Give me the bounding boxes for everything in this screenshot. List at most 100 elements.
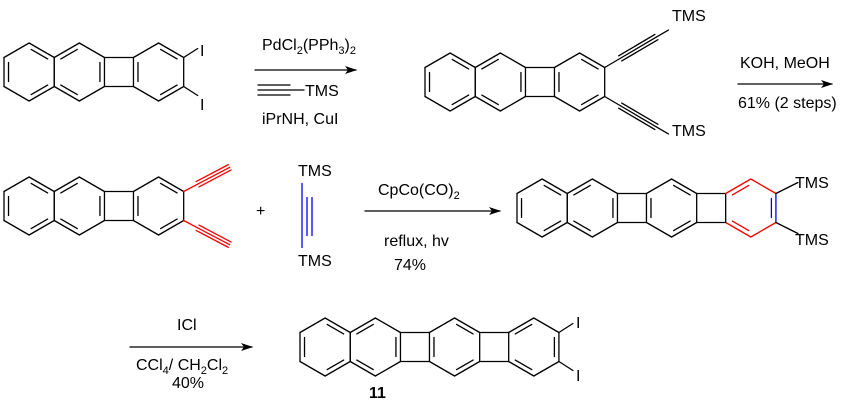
step2-reagent: KOH, MeOH xyxy=(740,55,830,72)
ring-bond xyxy=(553,52,581,69)
c-i-bond xyxy=(183,47,199,59)
ring-bond xyxy=(670,221,698,238)
step1-base: iPrNH, CuI xyxy=(262,111,338,128)
double-bond-line xyxy=(672,184,691,196)
alkyne-bond xyxy=(183,219,199,229)
intermediate-tms-bottom: TMS xyxy=(672,123,706,140)
ring-bond xyxy=(449,52,476,69)
c-tms-bond xyxy=(775,181,799,195)
ring-bond xyxy=(453,360,481,377)
alkyne-bond xyxy=(619,36,658,60)
formula-text: (PPh xyxy=(303,37,339,54)
double-bond-line xyxy=(731,184,750,196)
ring-bond xyxy=(533,360,560,377)
tms-acetylene-reagent-triple-bond-icon xyxy=(257,84,305,96)
plus-sign: + xyxy=(256,203,265,220)
ring-bond xyxy=(299,317,326,334)
ring-bond xyxy=(157,219,185,236)
ring-bond xyxy=(499,52,527,69)
alkyne-bond xyxy=(183,183,199,193)
formula-subscript: 4 xyxy=(163,365,169,377)
ring-bond xyxy=(78,219,106,236)
ring-bond xyxy=(53,219,80,236)
double-bond-line xyxy=(514,323,533,335)
step1-catalyst: PdCl2(PPh3)2 xyxy=(262,37,356,57)
alkyne-bond xyxy=(198,169,232,188)
double-bond-line xyxy=(455,323,474,335)
formula-text: CCl xyxy=(136,357,163,374)
formula-subscript: 2 xyxy=(297,45,303,57)
double-bond-line xyxy=(60,84,78,96)
double-bond-line xyxy=(481,58,499,70)
ring-bond xyxy=(541,178,568,195)
double-bond-line xyxy=(30,182,49,194)
double-bond-line xyxy=(30,218,49,230)
formula-subscript: 2 xyxy=(201,365,207,377)
ring-bond xyxy=(157,85,185,102)
formula-subscript: 2 xyxy=(350,45,356,57)
start-iodo-top: I xyxy=(200,43,204,60)
alkyne-bond xyxy=(198,224,232,243)
c-i-bond xyxy=(183,85,199,97)
double-bond-line xyxy=(356,359,374,371)
ring-bond xyxy=(591,221,619,238)
step4-reagent: ICl xyxy=(177,317,197,334)
ring-bond xyxy=(78,85,106,102)
ring-bond xyxy=(132,42,160,59)
alkyne-bond xyxy=(618,107,656,131)
ring-bond xyxy=(132,176,160,193)
product-tms-bottom: TMS xyxy=(795,232,829,249)
ring-bond xyxy=(578,52,606,69)
bis-tms-triple-bond-icon xyxy=(301,183,313,248)
c-i-bond xyxy=(558,322,574,334)
alkyne-bond xyxy=(196,166,231,185)
ring-bond xyxy=(424,95,451,112)
step1-tms-label: TMS xyxy=(305,83,339,100)
ring-bond xyxy=(516,178,543,195)
ring-bond xyxy=(324,360,351,377)
double-bond-line xyxy=(451,58,470,70)
ring-bond xyxy=(474,52,501,69)
alkyne-bond xyxy=(196,227,231,246)
double-bond-line xyxy=(514,359,533,371)
ring-bond xyxy=(453,317,481,334)
ring-bond xyxy=(750,221,777,238)
final-iodo-bottom: I xyxy=(576,368,580,385)
ring-bond xyxy=(645,221,673,238)
formula-subscript: 3 xyxy=(338,45,344,57)
c-tms-bond xyxy=(775,221,799,235)
ring-bond xyxy=(533,317,560,334)
ring-bond xyxy=(670,178,698,195)
ring-bond xyxy=(78,42,106,59)
double-bond-line xyxy=(326,323,345,335)
double-bond-line xyxy=(159,84,178,96)
ring-bond xyxy=(591,178,619,195)
double-bond-line xyxy=(30,48,49,60)
alkyne-bond xyxy=(195,229,229,249)
compound-number: 11 xyxy=(369,385,386,402)
ring-bond xyxy=(53,42,80,59)
ring-bond xyxy=(750,178,777,195)
double-bond-line xyxy=(672,220,691,232)
formula-text: Cl xyxy=(207,357,222,374)
step3-yield: 74% xyxy=(394,257,426,274)
ring-bond xyxy=(428,360,456,377)
alkyne-bond xyxy=(604,57,621,69)
ring-bond xyxy=(53,85,80,102)
alkyne-bond xyxy=(618,33,656,57)
ring-bond xyxy=(541,221,568,238)
alkyne-bond xyxy=(655,126,670,135)
ring-bond xyxy=(645,178,673,195)
ring-bond xyxy=(299,360,326,377)
alkyne-bond xyxy=(621,39,659,62)
double-bond-line xyxy=(573,184,591,196)
formula-text: ) xyxy=(345,37,350,54)
ring-bond xyxy=(474,95,501,112)
ring-bond xyxy=(553,95,581,112)
ring-bond xyxy=(349,360,376,377)
ring-bond xyxy=(516,221,543,238)
ring-bond xyxy=(132,85,160,102)
double-bond-line xyxy=(60,182,78,194)
alkyne-bond xyxy=(621,102,659,125)
ring-bond xyxy=(3,219,30,236)
